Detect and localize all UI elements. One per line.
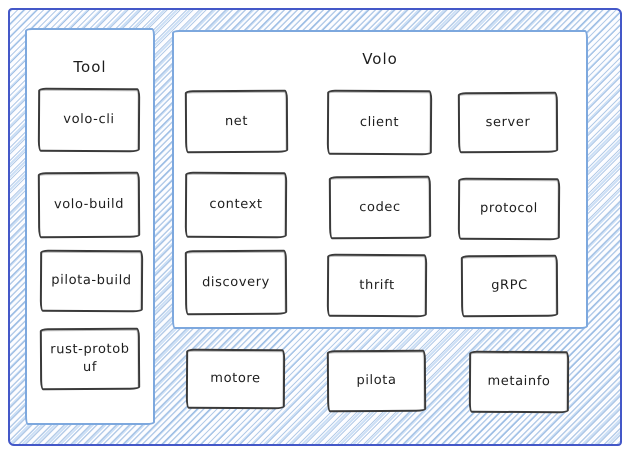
node-pilota-build: pilota-build: [39, 249, 144, 313]
node-net: net: [184, 89, 289, 154]
node-motore: motore: [185, 348, 286, 410]
node-label: codec: [359, 199, 401, 215]
node-discovery: discovery: [184, 249, 288, 316]
node-label: gRPC: [491, 278, 528, 294]
node-grpc: gRPC: [460, 254, 559, 318]
node-label: server: [485, 114, 531, 130]
node-codec: codec: [328, 175, 432, 240]
node-label: pilota: [356, 373, 397, 389]
node-server: server: [457, 91, 559, 154]
node-label: discovery: [202, 274, 270, 290]
node-label: rust-protobuf: [50, 342, 130, 376]
node-label: volo-build: [53, 197, 125, 213]
node-label: motore: [210, 371, 261, 387]
node-label: thrift: [359, 277, 395, 293]
diagram-outer-frame: Tool volo-cli volo-build pilota-build ru…: [8, 8, 622, 446]
node-context: context: [184, 171, 288, 239]
node-label: pilota-build: [51, 272, 132, 289]
node-metainfo: metainfo: [468, 350, 570, 414]
tool-panel: Tool volo-cli volo-build pilota-build ru…: [25, 28, 155, 425]
node-label: net: [224, 113, 249, 129]
node-label: protocol: [480, 201, 538, 217]
node-thrift: thrift: [326, 253, 428, 318]
tool-panel-title: Tool: [73, 58, 107, 76]
node-label: context: [209, 197, 263, 213]
node-label: metainfo: [487, 374, 551, 390]
node-volo-cli: volo-cli: [37, 87, 141, 153]
volo-panel-title: Volo: [362, 50, 398, 68]
node-client: client: [326, 89, 433, 156]
volo-panel: Volo net client server context codec pro…: [172, 30, 588, 329]
node-label: volo-cli: [63, 112, 115, 128]
node-label: client: [359, 114, 400, 130]
node-volo-build: volo-build: [37, 171, 141, 239]
node-pilota: pilota: [326, 349, 427, 413]
node-protocol: protocol: [457, 177, 561, 241]
node-rust-protobuf: rust-protobuf: [39, 327, 141, 391]
